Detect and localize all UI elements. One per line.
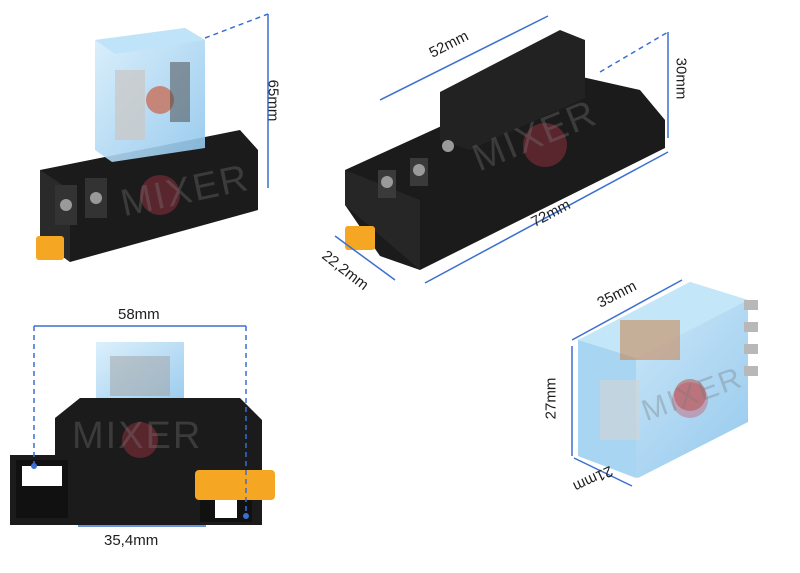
watermark-logo xyxy=(122,422,158,458)
dim-label-30mm: 30mm xyxy=(672,57,690,100)
dim-line-21 xyxy=(573,457,633,487)
socket-top-view-image xyxy=(10,342,275,525)
dim-label-58mm: 58mm xyxy=(118,306,160,323)
dim-line-72 xyxy=(424,151,669,284)
dim-label-27mm: 27mm xyxy=(542,377,560,420)
dim-label-65mm: 65mm xyxy=(264,79,282,122)
hole-marker-left xyxy=(31,463,37,469)
watermark-logo xyxy=(523,123,567,167)
dim-line-52 xyxy=(379,15,549,101)
watermark-text: MIXER xyxy=(72,415,203,457)
dim-line-65-top xyxy=(204,13,269,39)
watermark-logo xyxy=(672,382,708,418)
dim-line-35 xyxy=(571,279,683,341)
dim-line-30-top xyxy=(599,31,669,73)
dim-label-35-4mm: 35,4mm xyxy=(104,532,159,549)
dim-line-22-2 xyxy=(334,235,396,281)
socket-image xyxy=(345,30,665,270)
socket-with-relay-image xyxy=(36,28,258,262)
watermark-logo xyxy=(140,175,180,215)
hole-marker-right xyxy=(243,513,249,519)
relay-image xyxy=(578,282,758,478)
